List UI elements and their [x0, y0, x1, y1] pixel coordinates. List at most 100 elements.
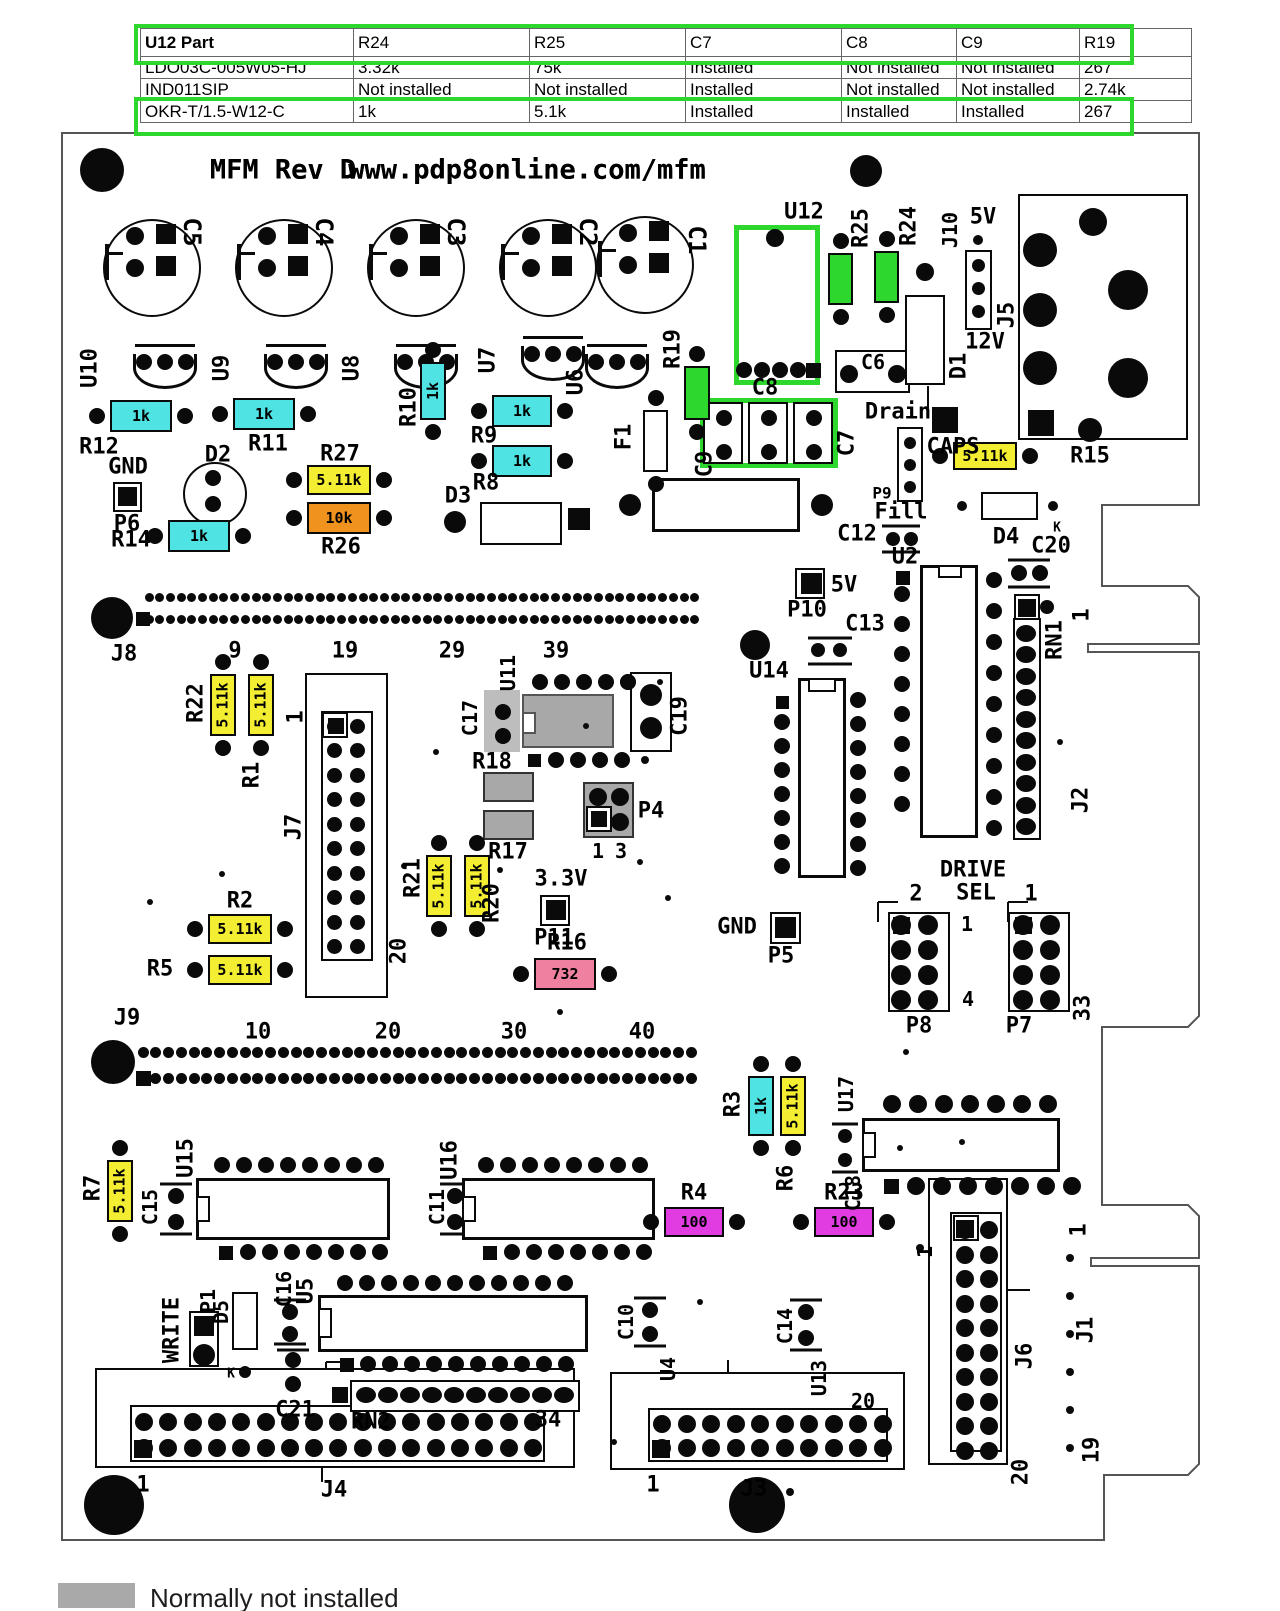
pad-dot: [277, 962, 293, 978]
J3-pins: [824, 1415, 843, 1433]
pad-dot: [258, 259, 276, 277]
silk-label-p11: P11: [534, 925, 574, 951]
resistor-value: 5.11k: [316, 471, 362, 489]
pad-dot: [588, 354, 604, 370]
U5-bot: [470, 1356, 486, 1372]
J4-pins: [450, 1413, 469, 1431]
J8-pins: [551, 592, 561, 602]
silk-label-r1: R1: [239, 761, 265, 789]
J9-pins: [328, 1072, 340, 1084]
J8-pins: [593, 614, 603, 624]
silk-label-c15: C15: [138, 1188, 162, 1226]
resistor-value: 5.11k: [784, 1083, 802, 1129]
pad-dot: [193, 1344, 215, 1366]
U17-bot: [933, 1177, 951, 1195]
J8-pins: [305, 592, 314, 602]
silk-label-c14: C14: [773, 1307, 797, 1345]
J3-pins: [849, 1415, 867, 1433]
U15-top: [368, 1157, 384, 1173]
U11-bot: [570, 752, 586, 768]
J9-pins: [354, 1072, 366, 1084]
pad-square: [896, 571, 910, 585]
pad-square: [136, 1071, 151, 1086]
U2-left: [894, 706, 910, 722]
J6-pins: [956, 1294, 974, 1313]
J9-pins: [685, 1072, 697, 1084]
silk-label-r15: R15: [1070, 443, 1110, 469]
U5-bot: [558, 1356, 574, 1372]
U5-bot: [492, 1356, 508, 1372]
J6-pins: [980, 1319, 998, 1337]
pad-dot: [798, 1330, 814, 1346]
silk-label-d5: D5: [209, 1299, 233, 1325]
silk-label-2: 2: [909, 881, 923, 907]
J9-pins: [596, 1046, 608, 1058]
J8-pins: [615, 592, 625, 602]
J9-pins: [303, 1046, 315, 1058]
J8-pins: [583, 614, 593, 624]
pad-dot: [785, 1056, 801, 1072]
U15-bot: [240, 1244, 256, 1260]
silk-label-u15: U15: [173, 1138, 199, 1178]
silk-label-d2: D2: [204, 442, 232, 468]
J9-pins: [520, 1046, 531, 1058]
U2-right: [986, 820, 1002, 836]
J4-pins: [353, 1439, 372, 1457]
U15-top: [214, 1157, 230, 1173]
U15-bot: [284, 1244, 300, 1260]
J7-pins: [349, 841, 365, 856]
P7-pins: [1040, 940, 1060, 960]
silk-label-20: 20: [374, 1019, 402, 1045]
J9-pins: [469, 1072, 480, 1084]
pad-dot: [495, 728, 511, 744]
J7-pins: [349, 816, 365, 832]
U11-top: [598, 674, 614, 690]
P9-pins: [904, 459, 916, 471]
pad-dot: [729, 1214, 745, 1230]
J9-pins: [328, 1046, 340, 1058]
U16-top: [610, 1157, 626, 1173]
silk-label-j7: J7: [281, 813, 307, 841]
J9-pins: [201, 1072, 213, 1084]
pad-dot: [557, 1009, 563, 1015]
pad-dot: [168, 1188, 184, 1204]
RN2-pads: [422, 1387, 442, 1403]
silk-label-1: 1: [136, 1472, 150, 1498]
U16-top: [478, 1157, 494, 1173]
capacitor-C2: [499, 219, 597, 317]
pad-square: [806, 363, 821, 378]
J4-pins: [378, 1439, 396, 1457]
J9-pins: [290, 1072, 302, 1084]
P8-pins: [918, 940, 938, 960]
pad-dot: [178, 354, 194, 370]
transistor-top-line: [266, 344, 326, 347]
U14-left: [774, 834, 790, 850]
pad-dot: [557, 403, 573, 419]
pad-square: [156, 256, 176, 276]
P9-pins: [904, 481, 916, 493]
U5-top: [337, 1275, 353, 1291]
U14-left: [774, 762, 790, 778]
silk-label-5v: 5V: [830, 572, 858, 598]
J8-pins: [358, 614, 368, 624]
pad-dot: [447, 1188, 463, 1204]
J9-pins: [341, 1046, 353, 1058]
J4-pins: [329, 1413, 348, 1431]
J6-pins: [980, 1343, 998, 1362]
J9-pins: [405, 1046, 417, 1058]
J7-pins: [326, 841, 342, 856]
component-D5: [232, 1292, 258, 1350]
U15-top: [346, 1157, 362, 1173]
J7-pins: [349, 939, 365, 954]
silk-label-u17: U17: [834, 1075, 858, 1113]
table-cell: IND011SIP: [140, 78, 354, 101]
U11-top: [532, 674, 548, 690]
silk-label-r9: R9: [470, 423, 498, 449]
J8-pins: [369, 592, 379, 602]
pad-dot: [798, 1304, 814, 1320]
J3-pins: [677, 1415, 696, 1433]
U15-bot: [328, 1244, 344, 1260]
J8-pins: [240, 592, 250, 602]
J3-pins: [726, 1415, 745, 1433]
